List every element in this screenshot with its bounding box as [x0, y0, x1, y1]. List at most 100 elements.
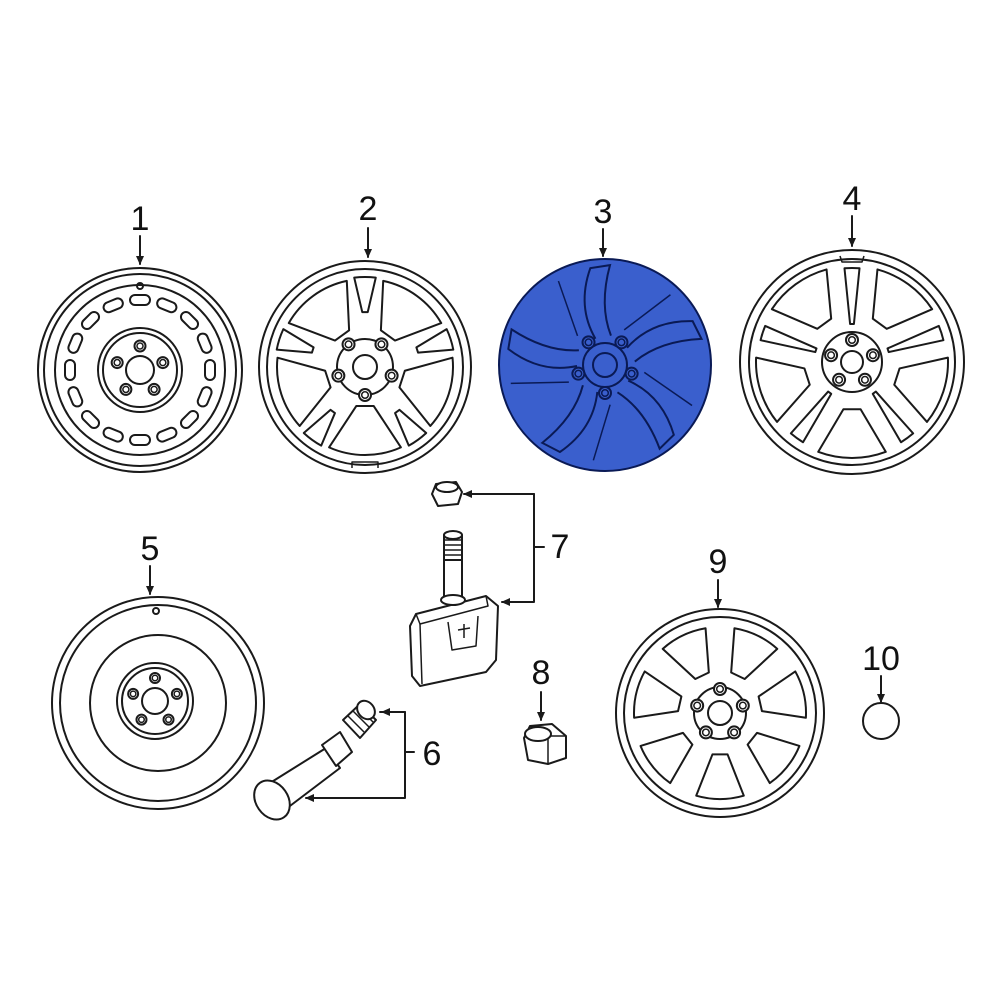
part-6-valve-stem[interactable]: 6: [247, 697, 442, 826]
lug-hole-inner: [730, 728, 739, 737]
callout-5: 5: [141, 530, 160, 568]
spoke-window: [302, 408, 336, 447]
alloy-wheel-icon: [615, 608, 825, 818]
spoke-edge: [592, 404, 611, 461]
lug-hole-inner: [701, 728, 710, 737]
lug-hole-inner: [129, 690, 137, 698]
vent-slot: [67, 332, 84, 354]
spoke-edge: [507, 327, 579, 369]
lug-hole-inner: [738, 701, 747, 710]
spoke-window: [275, 328, 315, 354]
callout-9: 9: [709, 543, 728, 581]
part-7-tpms-sensor[interactable]: 7: [409, 481, 570, 687]
vent-slot: [196, 386, 213, 408]
spoke-window: [755, 356, 811, 423]
lug-nut-icon: [523, 723, 567, 765]
lug-hole-inner: [584, 338, 593, 347]
vent-slot: [102, 426, 124, 443]
lug-hole-inner: [387, 371, 396, 380]
part-4-alloy-wheel[interactable]: 4: [739, 180, 965, 475]
vent-slot: [179, 310, 200, 331]
lug-hole-inner: [860, 375, 869, 384]
lug-hole-inner: [344, 340, 353, 349]
lug-hole-inner: [113, 358, 121, 367]
callout-4: 4: [843, 180, 862, 218]
lug-hole-inner: [617, 338, 626, 347]
spoke-window: [770, 268, 833, 330]
part-3-alloy-wheel-highlighted[interactable]: 3: [498, 193, 712, 472]
spoke-window: [871, 268, 934, 330]
vent-slot: [64, 359, 76, 381]
vent-slot: [196, 332, 213, 354]
spoke-window: [871, 390, 915, 444]
spoke-window: [789, 390, 833, 444]
spoke-window: [287, 279, 351, 342]
alloy-wheel-icon: [498, 258, 712, 472]
lug-hole-inner: [151, 674, 159, 682]
spoke-edge: [583, 263, 612, 340]
part-5-spare-wheel[interactable]: 5: [51, 530, 265, 810]
spoke-window: [415, 328, 455, 354]
spoke-window: [695, 753, 745, 800]
vent-slot: [80, 409, 101, 430]
callout-3: 3: [594, 193, 613, 231]
spoke-window: [817, 408, 887, 459]
lug-hole-inner: [334, 371, 343, 380]
callout-1: 1: [131, 200, 150, 238]
part-1-steel-wheel[interactable]: 1: [37, 200, 243, 473]
spoke-window: [746, 731, 801, 785]
spoke-window: [843, 267, 861, 326]
lug-hole-inner: [150, 385, 158, 394]
spoke-window: [394, 408, 428, 447]
vent-slot: [204, 359, 216, 381]
spoke-window: [633, 670, 683, 719]
vent-slot: [67, 386, 84, 408]
part-10-center-cap[interactable]: 10: [862, 640, 900, 740]
vent-slot: [179, 409, 200, 430]
lug-hole-inner: [574, 369, 583, 378]
spoke-edge: [626, 320, 704, 363]
vent-slot: [80, 310, 101, 331]
spoke-window: [276, 356, 332, 427]
lug-hole-inner: [173, 690, 181, 698]
callout-10: 10: [862, 640, 900, 678]
lug-hole-inner: [377, 340, 386, 349]
vent-slot: [102, 297, 124, 314]
lug-hole-inner: [165, 716, 173, 724]
spoke-window: [661, 627, 710, 681]
part-8-lug-nut[interactable]: 8: [523, 654, 567, 765]
spoke-edge: [623, 294, 671, 331]
lug-hole-inner: [360, 390, 370, 400]
spoke-window: [757, 670, 807, 719]
spoke-window: [730, 627, 779, 681]
vent-slot: [156, 297, 178, 314]
part-2-alloy-wheel[interactable]: 2: [258, 190, 472, 474]
steel-wheel-icon: [37, 267, 243, 473]
spoke-window: [759, 324, 818, 354]
part-9-alloy-wheel[interactable]: 9: [615, 543, 825, 818]
spoke-window: [353, 276, 377, 314]
alloy-wheel-icon: [739, 249, 965, 475]
lug-hole-inner: [600, 388, 610, 398]
spoke-edge: [540, 385, 599, 454]
spoke-window: [398, 356, 454, 427]
lug-hole-inner: [835, 375, 844, 384]
callout-8: 8: [532, 654, 551, 692]
tpms-sensor-icon: [409, 481, 499, 687]
lug-hole-inner: [137, 716, 145, 724]
valve-stem-icon: [253, 699, 377, 821]
alloy-wheel-icon: [258, 260, 472, 474]
callout-7: 7: [551, 528, 570, 566]
lug-hole-inner: [136, 342, 144, 350]
lug-hole-inner: [122, 385, 130, 394]
vent-slot: [129, 294, 151, 306]
lug-hole-inner: [627, 369, 636, 378]
center-cap-icon: [862, 702, 900, 740]
callout-2: 2: [359, 190, 378, 228]
spoke-edge: [643, 371, 693, 407]
spoke-edge: [616, 379, 675, 451]
vent-slot: [129, 434, 151, 446]
lug-hole-inner: [868, 351, 877, 360]
lug-hole-inner: [715, 684, 725, 694]
